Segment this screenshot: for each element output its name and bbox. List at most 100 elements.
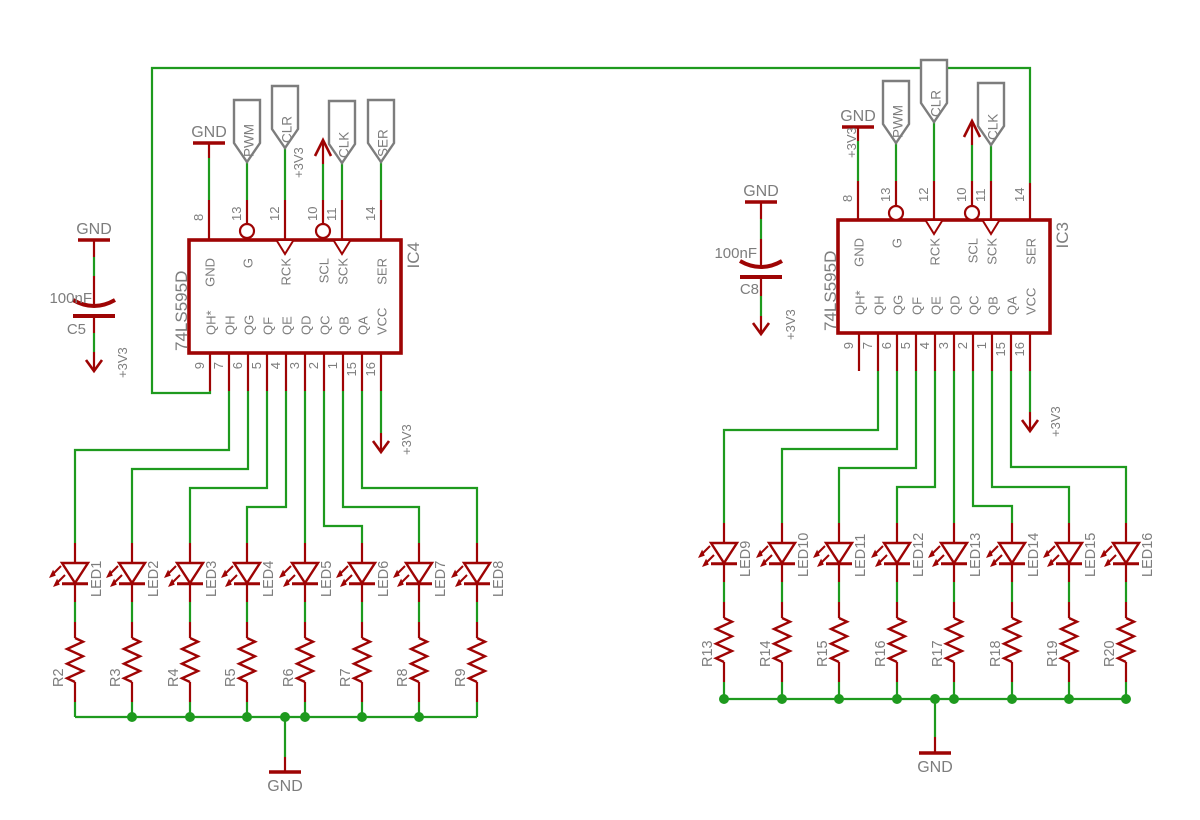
led-symbol[interactable] [47,561,90,589]
right-ic-bottom-pin-1-number: 7 [860,342,875,349]
left-ic-bottom-pin-2-number: 6 [230,362,245,369]
right-pin10-supply[interactable]: +3V3 [844,119,982,158]
right-ic-top-pin-2-name: RCK [928,238,943,266]
led-symbol[interactable] [219,561,262,589]
resistor-symbol[interactable] [772,616,792,664]
left-top-flag-wires [207,148,383,200]
resistor-symbol[interactable] [1059,616,1079,664]
pwm-flag-label: PWM [242,124,257,157]
left-ic-bottom-pin-6-name: QC [318,316,333,336]
left-ic-bottom-pin-5-number: 3 [287,362,302,369]
right-ic-top-pin-0-number: 8 [840,195,855,202]
right-ic-top-pin-1-name: G [890,238,905,248]
right-ic-bottom-pin-4-number: 4 [917,342,932,349]
led-label: LED8 [491,561,507,597]
right-ic-bottom-pin-0-number: 9 [841,342,856,349]
resistor-symbol[interactable] [467,636,487,684]
left-ser-flag[interactable]: SER [366,98,396,164]
led-symbol[interactable] [811,541,854,569]
right-clr-flag[interactable]: CLR [919,58,949,124]
left-pin10-supply[interactable]: +3V3 [291,138,333,178]
left-ic-bottom-pin-6-number: 2 [306,362,321,369]
c8-supply-label: +3V3 [783,309,798,340]
led-symbol[interactable] [277,561,320,589]
left-ic-top-pin-5-name: SER [375,258,390,285]
led-symbol[interactable] [754,541,797,569]
ic4-pin13-bubble-icon [238,222,256,240]
led-symbol[interactable] [334,561,377,589]
cap-c5-component[interactable]: GND 100nF C5 +3V3 [49,221,130,378]
left-ic-top-pin-1-name: G [241,258,256,268]
ic3-value: 74LS595D [821,251,840,331]
right-pin16-supply[interactable]: +3V3 [1020,406,1063,437]
left-ic-bottom-pin-8-name: QA [356,316,371,335]
resistor-symbol[interactable] [409,636,429,684]
c5-curved-plate [72,298,116,308]
resistor-symbol[interactable] [1116,616,1136,664]
led-symbol[interactable] [162,561,205,589]
resistor-symbol[interactable] [352,636,372,684]
gnd-flag-label: GND [191,124,227,141]
resistor-label: R7 [338,668,354,687]
resistor-symbol[interactable] [714,616,734,664]
right-gnd-flag[interactable]: GND [840,108,876,129]
left-pwm-flag[interactable]: PWM [232,98,262,164]
led-label: LED15 [1083,533,1099,577]
ic4-component[interactable]: 74LS595D IC4 [172,140,423,391]
resistor-symbol[interactable] [1002,616,1022,664]
resistor-label: R3 [108,668,124,687]
led-symbol[interactable] [1041,541,1084,569]
resistor-label: R8 [395,668,411,687]
ic3-component[interactable]: 74LS595D IC3 [821,121,1072,371]
led-label: LED1 [89,561,105,597]
led-symbol[interactable] [449,561,492,589]
junction-dot [892,694,902,704]
led-symbol[interactable] [984,541,1027,569]
junction-dot [719,694,729,704]
left-gnd-flag[interactable]: GND [191,124,227,145]
junction-dot [185,712,195,722]
left-ic-top-pin-1-number: 13 [229,207,244,221]
resistor-label: R14 [758,640,774,667]
resistor-symbol[interactable] [829,616,849,664]
right-rail-gnd[interactable]: GND [917,737,953,776]
resistor-symbol[interactable] [887,616,907,664]
led-symbol[interactable] [391,561,434,589]
left-pin16-supply[interactable]: +3V3 [371,424,414,455]
led-symbol[interactable] [696,541,739,569]
resistor-symbol[interactable] [122,636,142,684]
resistor-label: R19 [1045,640,1061,667]
resistor-symbol[interactable] [944,616,964,664]
right-ic-bottom-pin-4-name: QE [929,296,944,315]
resistor-symbol[interactable] [237,636,257,684]
resistor-symbol[interactable] [65,636,85,684]
led-symbol[interactable] [926,541,969,569]
left-ic-top-pin-4-name: SCK [336,258,351,285]
left-ic-bottom-pin-2-name: QG [242,315,257,335]
led-symbol[interactable] [869,541,912,569]
right-pwm-flag[interactable]: PWM [881,79,911,145]
resistor-symbol[interactable] [180,636,200,684]
led-symbol[interactable] [104,561,147,589]
left-rail-gnd[interactable]: GND [267,757,303,795]
left-clr-flag[interactable]: CLR [270,84,300,150]
left-clk-flag[interactable]: CLK [327,99,357,165]
left-ic-bottom-pin-7-number: 1 [325,362,340,369]
resistor-symbol[interactable] [295,636,315,684]
pwm-flag-label: PWM [891,105,906,138]
c5-ref-label: C5 [67,321,86,338]
junction-dot [242,712,252,722]
cap-c8-component[interactable]: GND 100nF C8 +3V3 [714,183,798,340]
left-ic-bottom-pin-4-name: QE [280,316,295,335]
led-symbol[interactable] [1098,541,1141,569]
ic3-pin13-bubble-icon [887,204,905,222]
led-label: LED7 [433,561,449,597]
right-clk-flag[interactable]: CLK [976,81,1006,147]
led-label: LED6 [376,561,392,597]
